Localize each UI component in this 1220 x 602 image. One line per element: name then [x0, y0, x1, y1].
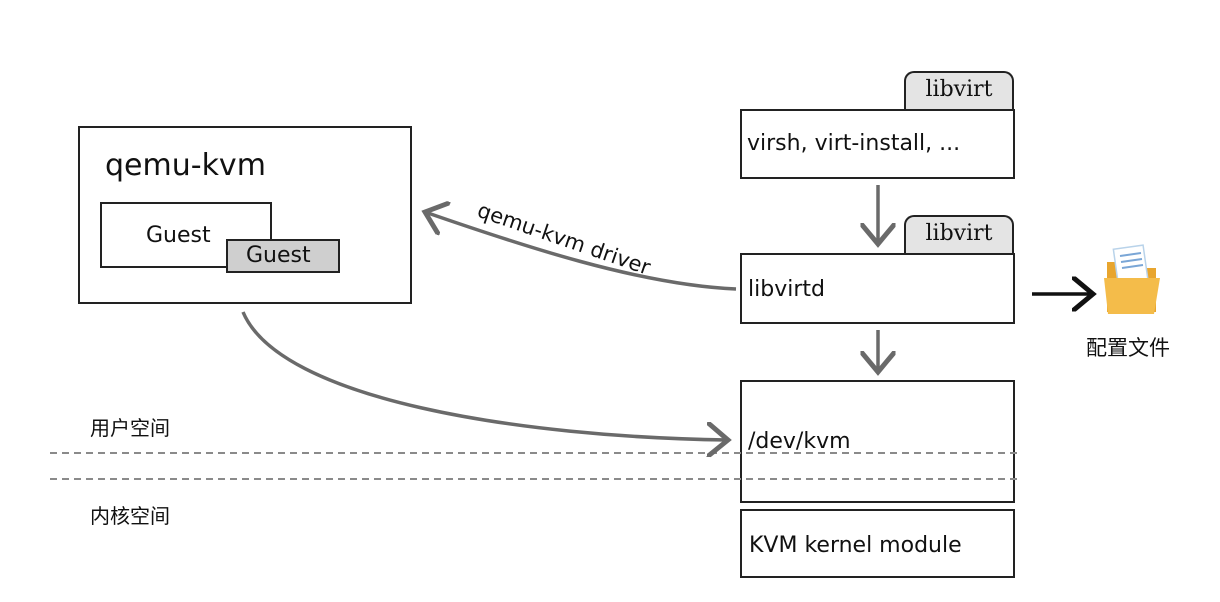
guest-box-front: Guest: [226, 239, 340, 273]
kernel-space-label: 内核空间: [90, 504, 170, 528]
libvirt-tab-daemon: libvirt: [904, 215, 1014, 255]
qemu-kvm-box: qemu-kvm Guest Guest: [78, 126, 412, 304]
dev-kvm-label: /dev/kvm: [748, 429, 851, 454]
user-space-label: 用户空间: [90, 416, 170, 440]
libvirt-tools-box: virsh, virt-install, ...: [740, 109, 1015, 179]
kvm-kernel-module-label: KVM kernel module: [749, 533, 962, 558]
libvirt-tab-tools-label: libvirt: [925, 77, 993, 102]
libvirt-tab-tools: libvirt: [904, 71, 1014, 111]
arrow-driver-to-qemu: [425, 212, 737, 291]
libvirtd-box: libvirtd: [740, 253, 1015, 324]
config-file-label: 配置文件: [1086, 336, 1170, 360]
guest-back-label: Guest: [146, 223, 211, 248]
arrow-qemu-to-devkvm: [241, 311, 728, 440]
dev-kvm-box: /dev/kvm: [740, 380, 1015, 503]
libvirt-tab-daemon-label: libvirt: [925, 221, 993, 246]
libvirtd-label: libvirtd: [748, 277, 825, 302]
folder-document-icon: [1104, 244, 1160, 314]
qemu-kvm-title: qemu-kvm: [105, 148, 266, 183]
guest-front-label: Guest: [246, 243, 311, 268]
libvirt-tools-label: virsh, virt-install, ...: [747, 131, 961, 156]
kvm-kernel-module-box: KVM kernel module: [740, 509, 1015, 578]
